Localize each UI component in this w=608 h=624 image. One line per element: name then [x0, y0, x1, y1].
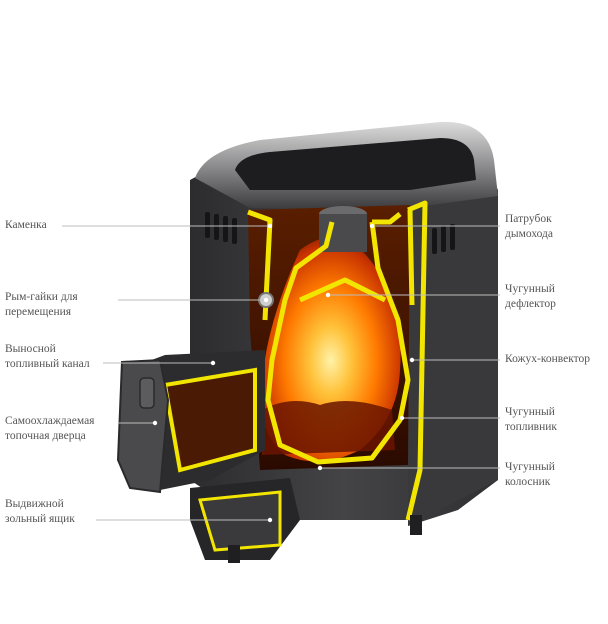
label-vynosnoy-kanal: Выносной топливный канал — [5, 343, 90, 370]
fuel-channel-inner — [165, 370, 255, 470]
label-dverca: Самоохлаждаемая топочная дверца — [5, 415, 95, 442]
stove-top-opening — [235, 138, 476, 190]
label-kolosnik: Чугунный колосник — [505, 461, 555, 488]
label-toplivnik: Чугунный топливник — [505, 406, 557, 433]
label-yashchik: Выдвижной зольный ящик — [5, 498, 75, 525]
label-kamenka: Каменка — [5, 219, 47, 231]
leader-lines — [62, 225, 500, 521]
vent-slots-left — [205, 212, 237, 244]
embers — [262, 401, 395, 455]
label-patrubok: Патрубок дымохода — [505, 213, 554, 240]
door-handle — [139, 377, 155, 409]
fuel-channel-edge — [162, 367, 257, 473]
label-deflektor: Чугунный дефлектор — [505, 283, 556, 310]
stove-foot-right — [410, 515, 422, 535]
fire-door — [116, 358, 170, 494]
leader-dots — [152, 223, 415, 523]
vent-slots-right — [432, 224, 455, 254]
label-rym-gaiki: Рым-гайки для перемещения — [5, 291, 78, 318]
cut-outlines — [247, 200, 428, 521]
label-kozhukh: Кожух-конвектор — [505, 353, 591, 365]
stove-side-panel — [408, 190, 498, 526]
stove-foot-left — [228, 545, 240, 563]
ash-drawer-front — [198, 490, 282, 552]
